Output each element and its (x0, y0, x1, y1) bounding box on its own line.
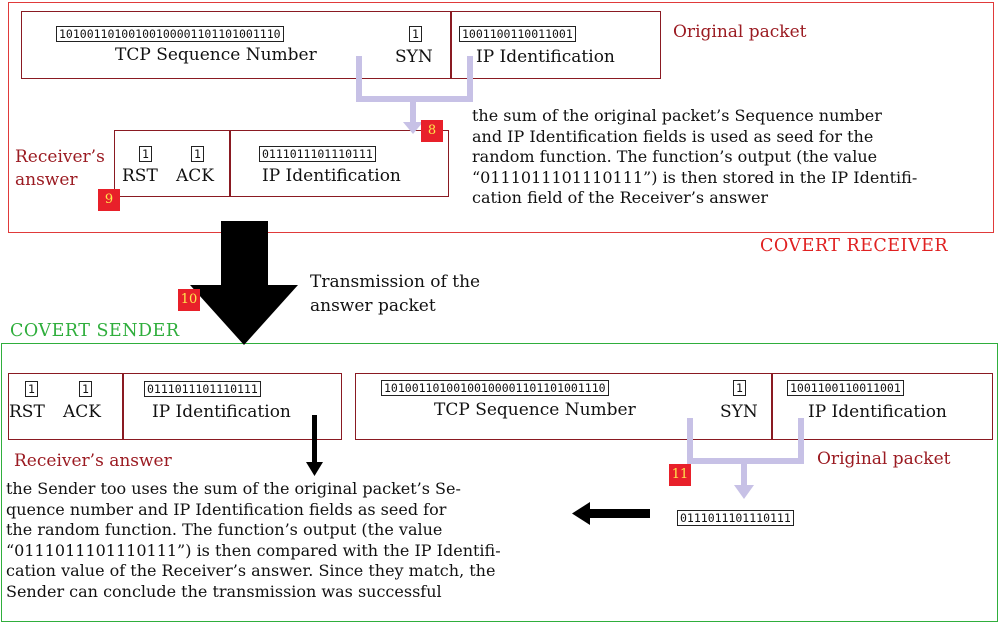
sender-syn-bit: 1 (733, 380, 746, 396)
receiver-explanation-line: and IP Identification fields is used as … (472, 126, 874, 146)
sender-original-packet-label: Original packet (817, 449, 951, 469)
receiver-syn-divider (450, 11, 452, 79)
sender-syn-divider (771, 373, 773, 440)
receiver-answer-ipid-label: IP Identification (262, 166, 401, 186)
sender-ack-bit: 1 (79, 381, 92, 397)
sender-answer-divider (122, 373, 124, 440)
receiver-seq-bits: 10100110100100100001101101001110 (56, 26, 284, 42)
receiver-seed-bracket (356, 56, 473, 124)
sender-down-arrow (306, 415, 323, 476)
step-11-badge: 11 (669, 464, 691, 486)
receiver-frame (8, 2, 994, 233)
sender-frame (1, 343, 998, 622)
sender-explanation-line: “0111011101110111”) is then compared wit… (6, 540, 501, 560)
receiver-ipid-label: IP Identification (476, 47, 615, 67)
sender-rst-label: RST (9, 402, 45, 422)
receiver-explanation: the sum of the original packet’s Sequenc… (472, 106, 982, 209)
sender-answer-ipid-label: IP Identification (152, 402, 291, 422)
receiver-explanation-line: the sum of the original packet’s Sequenc… (472, 106, 882, 125)
sender-title: COVERT SENDER (10, 321, 180, 341)
receiver-rst-label: RST (122, 166, 158, 186)
transmission-text: Transmission of the answer packet (310, 270, 480, 318)
receiver-explanation-line: cation field of the Receiver’s answer (472, 188, 769, 207)
receiver-seq-label: TCP Sequence Number (115, 45, 317, 65)
receiver-original-packet-label: Original packet (673, 22, 807, 42)
receiver-title: COVERT RECEIVER (760, 236, 949, 256)
sender-explanation: the Sender too uses the sum of the origi… (6, 479, 566, 602)
sender-explanation-line: the random function. The function’s outp… (6, 520, 443, 539)
sender-answer-packet (8, 373, 342, 440)
sender-ipid-label: IP Identification (808, 402, 947, 422)
sender-rst-bit: 1 (25, 381, 38, 397)
sender-ipid-bits: 1001100110011001 (787, 380, 904, 396)
receiver-explanation-line: random function. The function’s output (… (472, 147, 878, 166)
sender-explanation-line: quence number and IP Identification fiel… (6, 499, 447, 519)
sender-ack-label: ACK (63, 402, 101, 422)
sender-explanation-line: cation value of the Receiver’s answer. S… (6, 561, 496, 580)
sender-explanation-line: the Sender too uses the sum of the origi… (6, 479, 461, 498)
step-10-badge: 10 (178, 289, 200, 311)
receiver-answer-label-line2: answer (15, 170, 78, 190)
step-8-badge: 8 (421, 120, 443, 142)
receiver-syn-bit: 1 (409, 26, 422, 42)
receiver-rst-bit: 1 (139, 146, 152, 162)
sender-seed-arrowhead (734, 485, 754, 499)
receiver-answer-divider (229, 130, 231, 197)
receiver-original-packet (21, 11, 661, 79)
receiver-ack-label: ACK (176, 166, 214, 186)
transmission-line: answer packet (310, 296, 436, 316)
receiver-ack-bit: 1 (191, 146, 204, 162)
sender-seed-bracket (687, 418, 804, 487)
transmission-line: Transmission of the (310, 272, 481, 292)
sender-seq-label: TCP Sequence Number (434, 400, 636, 420)
compare-left-arrow (572, 502, 650, 525)
transmission-arrow (190, 221, 298, 345)
sender-answer-label: Receiver’s answer (14, 451, 172, 471)
receiver-ipid-bits: 1001100110011001 (459, 26, 576, 42)
sender-computed-bits: 0111011101110111 (677, 510, 794, 526)
sender-explanation-line: Sender can conclude the transmission was… (6, 581, 442, 601)
receiver-answer-ipid-bits: 0111011101110111 (259, 146, 376, 162)
sender-syn-label: SYN (720, 402, 758, 422)
sender-answer-ipid-bits: 0111011101110111 (144, 381, 261, 397)
receiver-seed-arrowhead (403, 122, 423, 134)
step-9-badge: 9 (98, 189, 120, 211)
receiver-explanation-line: “0111011101110111”) is then stored in th… (472, 167, 918, 187)
receiver-answer-packet (114, 130, 449, 197)
receiver-answer-label-line1: Receiver’s (15, 147, 105, 167)
receiver-syn-label: SYN (395, 47, 433, 67)
sender-seq-bits: 10100110100100100001101101001110 (381, 380, 609, 396)
sender-original-packet (355, 373, 993, 440)
